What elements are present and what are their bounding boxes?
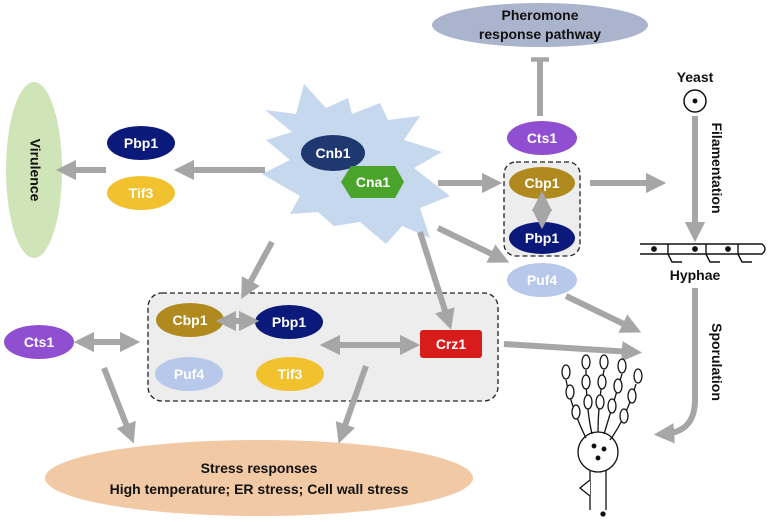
stress-label-2: High temperature; ER stress; Cell wall s…: [110, 481, 409, 497]
stress-ellipse: [45, 440, 473, 516]
cna1-node: [341, 166, 404, 198]
cts1-left-label: Cts1: [24, 334, 55, 350]
pheromone-label-2: response pathway: [479, 26, 601, 42]
pbp1-left-label: Pbp1: [124, 135, 158, 151]
cna1-label: Cna1: [356, 174, 390, 190]
tif3-mid-label: Tif3: [278, 366, 303, 382]
puf4-mid-label: Puf4: [174, 366, 205, 382]
cts1-left-node: [4, 325, 74, 359]
pbp1-mid-label: Pbp1: [272, 314, 306, 330]
virulence-label: Virulence: [27, 139, 43, 202]
crz1-node: [420, 330, 482, 358]
cbp1-top-node: [509, 167, 575, 199]
pbp1-top-label: Pbp1: [525, 230, 559, 246]
filamentation-label: Filamentation: [709, 122, 725, 213]
hyphae-icon: [640, 243, 766, 263]
yeast-label: Yeast: [677, 69, 714, 85]
pheromone-ellipse: [432, 3, 648, 47]
cbp1-mid-label: Cbp1: [173, 312, 208, 328]
virulence-ellipse: [6, 82, 62, 258]
puf4-top-label: Puf4: [527, 272, 558, 288]
tif3-left-label: Tif3: [129, 185, 154, 201]
cts1-top-label: Cts1: [527, 130, 558, 146]
stress-label-1: Stress responses: [201, 460, 318, 476]
arrows: [55, 57, 706, 444]
pbp1-top-node: [509, 222, 575, 254]
cnb1-node: [301, 135, 365, 171]
tif3-left-node: [107, 176, 175, 210]
pbp1-mid-node: [255, 305, 323, 339]
tif3-mid-node: [256, 357, 324, 391]
basidium-icon: [561, 354, 643, 517]
pbp1-left-node: [107, 126, 175, 160]
cnb1-label: Cnb1: [316, 145, 351, 161]
hyphae-label: Hyphae: [670, 267, 721, 283]
puf4-mid-node: [155, 357, 223, 391]
sporulation-label: Sporulation: [709, 323, 725, 401]
puf4-top-node: [507, 263, 577, 297]
cbp1-mid-node: [156, 303, 224, 337]
crz1-label: Crz1: [436, 336, 467, 352]
cts1-top-node: [507, 121, 577, 155]
cbp1-top-label: Cbp1: [525, 175, 560, 191]
yeast-nucleus-icon: [692, 98, 698, 104]
pheromone-label-1: Pheromone: [501, 7, 578, 23]
